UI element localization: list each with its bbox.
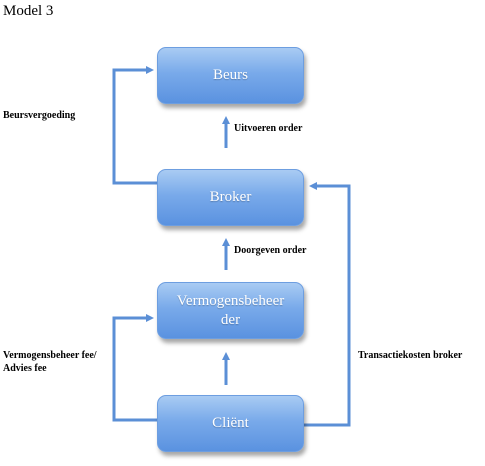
label-doorgeven-order: Doorgeven order [234,245,307,256]
label-vermogensbeheer-fee: Vermogensbeheer fee/ Advies fee [3,349,113,375]
arrow-transactiekosten [304,182,351,427]
label-beursvergoeding: Beursvergoeding [3,110,76,121]
node-client-label: Cliënt [212,415,249,431]
node-broker: Broker [157,169,304,226]
node-broker-label: Broker [209,189,252,205]
label-uitvoeren-order: Uitvoeren order [234,123,303,134]
diagram-title: Model 3 [3,3,54,19]
node-vermogensbeheerder-label: Vermogensbeheer der [176,292,285,328]
arrow-vermogensbeheer-fee [112,314,157,422]
node-client: Cliënt [157,395,304,452]
node-beurs-label: Beurs [213,67,248,83]
label-vermogensbeheer-fee-line1: Vermogensbeheer fee/ [3,350,97,361]
node-vermogensbeheerder: Vermogensbeheer der [157,282,304,339]
node-beurs: Beurs [157,47,304,104]
arrow-beursvergoeding [112,66,157,185]
label-vermogensbeheer-fee-line2: Advies fee [3,363,47,374]
label-transactiekosten-broker: Transactiekosten broker [358,350,463,361]
